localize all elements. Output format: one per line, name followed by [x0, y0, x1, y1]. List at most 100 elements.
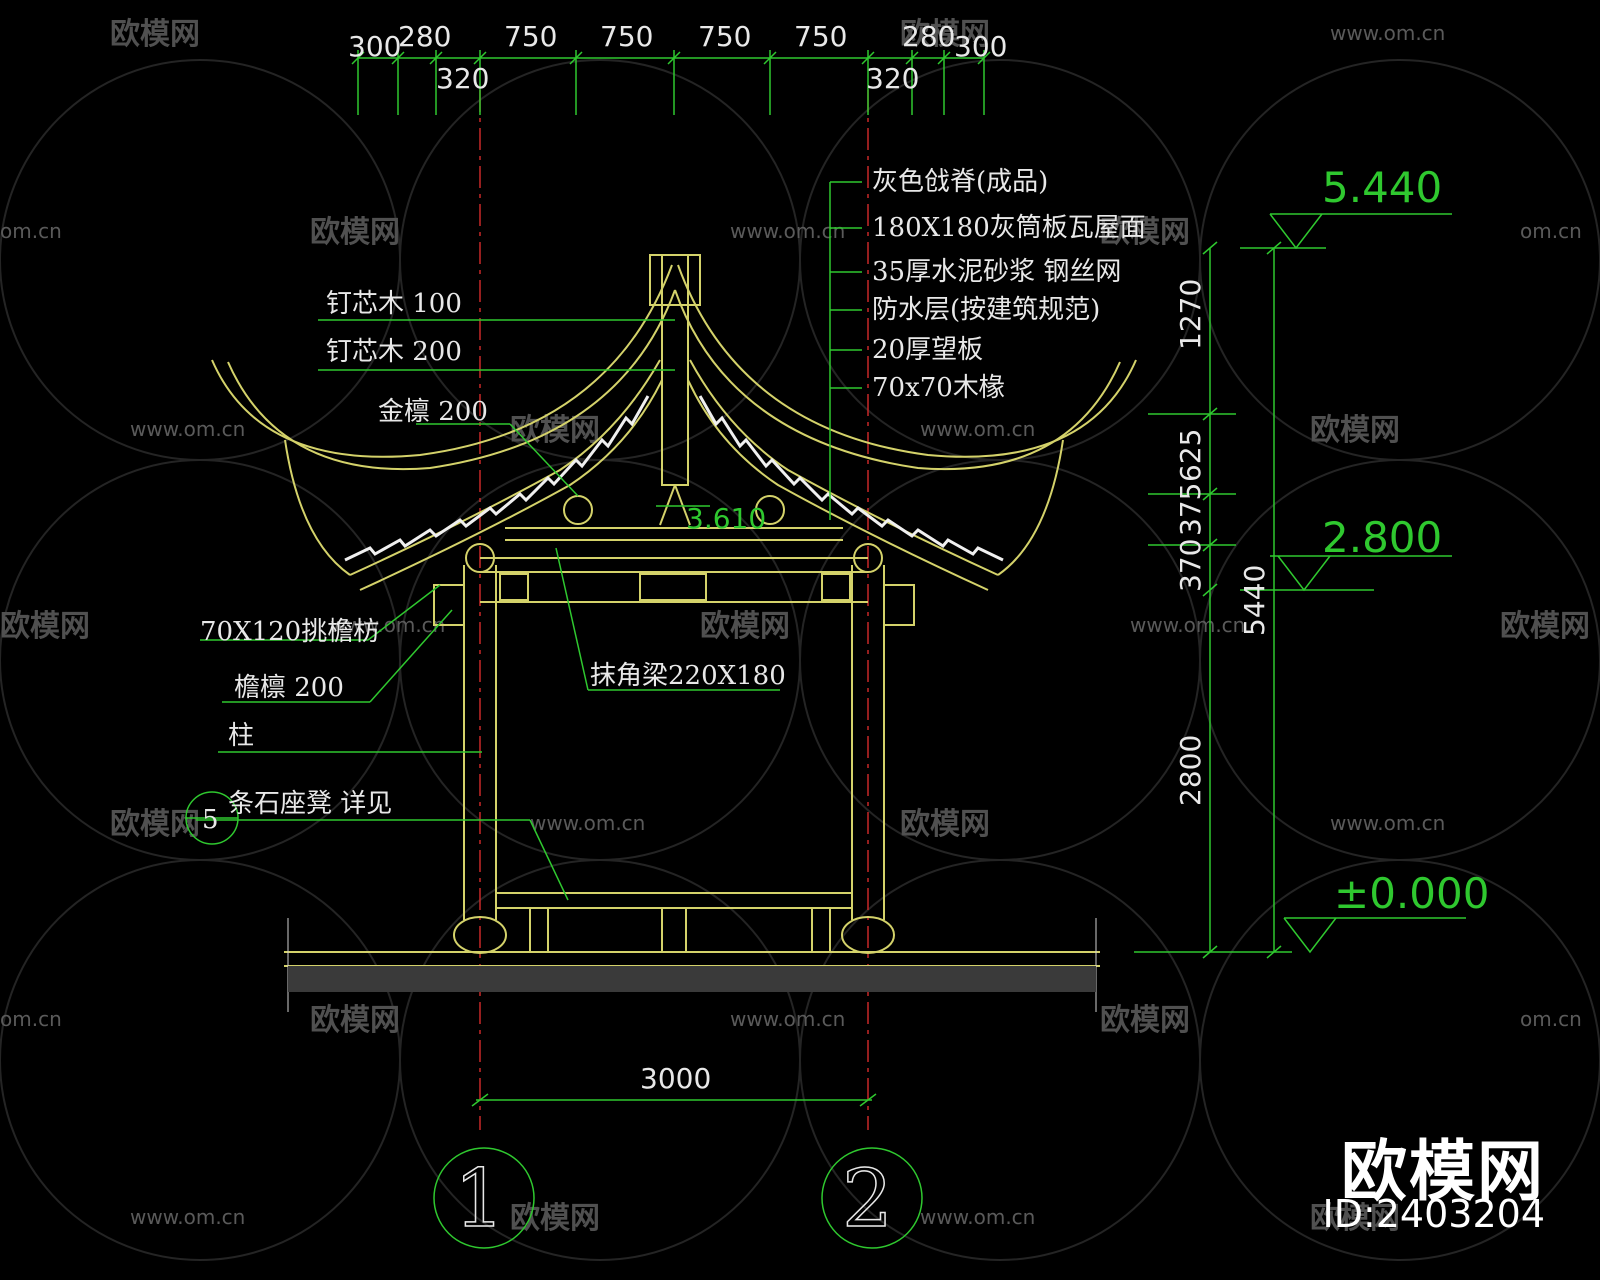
- note-ridge: 灰色戗脊(成品): [872, 167, 1048, 197]
- axis-2: 2: [842, 1152, 893, 1245]
- dim-tick: [1266, 945, 1282, 959]
- note-waterproof: 防水层(按建筑规范): [872, 295, 1100, 325]
- level-eave: 2.800: [1322, 513, 1442, 562]
- note-corner-beam: 抹角梁220X180: [590, 661, 786, 691]
- dim-tick: [429, 51, 443, 65]
- watermark-url: www.om.cn: [920, 1205, 1035, 1229]
- dim-750-2: 750: [600, 20, 653, 53]
- dim-tick: [905, 51, 919, 65]
- note-sheathing: 20厚望板: [872, 335, 983, 365]
- level-top: 5.440: [1322, 163, 1442, 212]
- dim-tick: [1202, 487, 1218, 501]
- top-dimension-labels: 300 280 320 750 750 750 750 320 280 300: [348, 20, 1007, 95]
- watermark-logo: 欧模网: [310, 1003, 400, 1038]
- dim-tick: [569, 51, 583, 65]
- axis-1: 1: [454, 1152, 505, 1245]
- leader-lines: [185, 181, 862, 901]
- watermark-url: www.om.cn: [1330, 21, 1445, 45]
- vdim-2800: 2800: [1174, 735, 1207, 806]
- dim-320-left: 320: [436, 62, 489, 95]
- watermark-logo: 欧模网: [900, 17, 990, 52]
- pavilion-structure: [211, 254, 1137, 1012]
- dim-750-4: 750: [794, 20, 847, 53]
- vdim-370: 370: [1174, 539, 1207, 592]
- note-golden-purlin: 金檩 200: [378, 397, 488, 427]
- dim-tick: [351, 51, 365, 65]
- dim-300-left: 300: [348, 30, 401, 63]
- ridge-level: 3.610: [686, 502, 766, 535]
- watermark-logo: 欧模网: [1310, 1201, 1400, 1236]
- note-mortar: 35厚水泥砂浆 钢丝网: [872, 257, 1121, 287]
- dim-tick: [1202, 583, 1218, 597]
- dim-tick: [391, 51, 405, 65]
- watermark-logo: 欧模网: [1100, 215, 1190, 250]
- dim-tick: [861, 51, 875, 65]
- watermark-logo: 欧模网: [110, 17, 200, 52]
- dim-tick: [473, 51, 487, 65]
- watermark-arc: [799, 459, 1201, 861]
- dim-320-right: 320: [866, 62, 919, 95]
- top-dimension-chain: [351, 50, 991, 115]
- watermark-url: om.cn: [0, 219, 62, 243]
- brand-logo: 欧模网: [1341, 1133, 1545, 1210]
- watermark-url: www.om.cn: [920, 417, 1035, 441]
- watermark-logo: 欧模网: [110, 807, 200, 842]
- dim-300-right: 300: [954, 30, 1007, 63]
- dim-280-right: 280: [902, 20, 955, 53]
- watermark-logo: 欧模网: [900, 807, 990, 842]
- axis-lines: [479, 90, 869, 1130]
- watermark-arc: [1199, 59, 1600, 461]
- watermark-url: om.cn: [1520, 1007, 1582, 1031]
- note-rafters: 70x70木椽: [872, 373, 1005, 403]
- watermark-url: om.cn: [0, 1007, 62, 1031]
- note-roof-tiles: 180X180灰筒板瓦屋面: [872, 213, 1146, 243]
- watermark-url: www.om.cn: [1130, 613, 1245, 637]
- watermark-arc: [1199, 859, 1600, 1261]
- watermark-logo: 欧模网: [1100, 1003, 1190, 1038]
- watermark-url: www.om.cn: [130, 1205, 245, 1229]
- dim-280-left: 280: [398, 20, 451, 53]
- dim-tick: [1202, 241, 1218, 255]
- level-labels: 5.440 2.800 ±0.000: [1322, 163, 1489, 918]
- brand-id: ID:2403204: [1322, 1192, 1545, 1236]
- dim-tick: [1202, 538, 1218, 552]
- level-markers: [1134, 213, 1466, 959]
- dim-750-1: 750: [504, 20, 557, 53]
- dim-tick: [977, 51, 991, 65]
- detail-ref-number: 5: [202, 805, 219, 835]
- watermark-url: om.cn: [1520, 219, 1582, 243]
- watermark-arc: [0, 859, 401, 1261]
- dim-tick: [1202, 407, 1218, 421]
- note-eave-purlin: 檐檩 200: [234, 673, 344, 703]
- vertical-dimension-labels: 1270 625 375 370 5440 2800: [1174, 279, 1271, 806]
- vdim-5440: 5440: [1238, 565, 1271, 636]
- watermark-url: www.om.cn: [730, 1007, 845, 1031]
- watermark-url: www.om.cn: [1330, 811, 1445, 835]
- watermark-logo: 欧模网: [0, 609, 90, 644]
- dim-750-3: 750: [698, 20, 751, 53]
- watermark-url: www.om.cn: [130, 417, 245, 441]
- watermark-url: www.om.cn: [730, 219, 845, 243]
- watermark-logo: 欧模网: [510, 1201, 600, 1236]
- watermark-url: www.om.cn: [530, 811, 645, 835]
- watermark-arcs: [0, 59, 1600, 1261]
- note-dowel-200: 钉芯木 200: [326, 337, 462, 367]
- watermark-arc: [0, 59, 401, 461]
- vdim-375: 375: [1174, 483, 1207, 536]
- material-annotations: 灰色戗脊(成品) 180X180灰筒板瓦屋面 35厚水泥砂浆 钢丝网 防水层(按…: [872, 167, 1146, 403]
- note-dowel-100: 钉芯木 100: [326, 289, 462, 319]
- level-ground: ±0.000: [1334, 869, 1489, 918]
- dim-tick: [1202, 945, 1218, 959]
- member-annotations: 钉芯木 100 钉芯木 200 金檩 200 70X120挑檐枋 檐檩 200 …: [200, 289, 786, 835]
- roof-tiles: [344, 395, 1004, 562]
- span-label: 3000: [640, 1062, 711, 1095]
- note-column: 柱: [228, 721, 254, 751]
- span-dimension: [433, 1093, 923, 1249]
- dim-tick: [937, 51, 951, 65]
- watermark-logo: 欧模网: [1500, 609, 1590, 644]
- dim-tick: [763, 51, 777, 65]
- watermark-logo: 欧模网: [700, 609, 790, 644]
- watermark-logo: 欧模网: [1310, 413, 1400, 448]
- watermark-logo: 欧模网: [310, 215, 400, 250]
